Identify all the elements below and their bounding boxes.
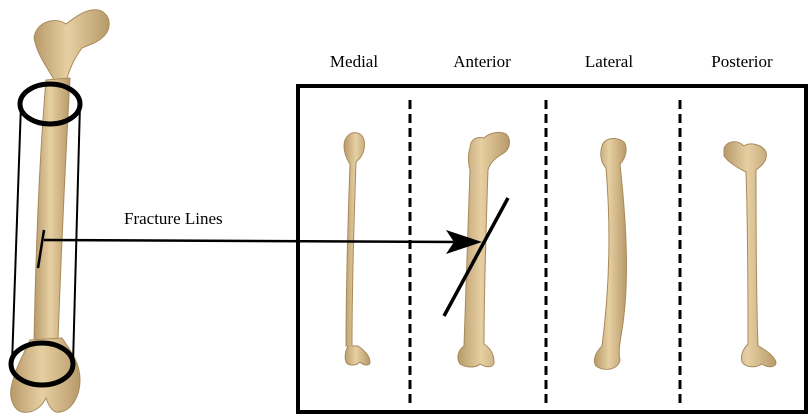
femur-lateral-view xyxy=(594,139,626,370)
label-posterior: Posterior xyxy=(711,52,773,71)
femur-medial-view xyxy=(344,133,370,365)
femur-head xyxy=(34,10,109,84)
fracture-lines-label: Fracture Lines xyxy=(124,209,223,228)
large-femur xyxy=(11,10,109,413)
label-anterior: Anterior xyxy=(453,52,511,71)
cylinder-left-edge xyxy=(12,104,21,364)
fracture-arrow xyxy=(44,230,482,254)
views-panel-frame xyxy=(298,86,806,412)
label-medial: Medial xyxy=(330,52,378,71)
arrow-shaft xyxy=(44,240,460,242)
femur-anterior-view xyxy=(458,132,510,367)
view-separators xyxy=(410,100,680,408)
femur-shaft xyxy=(34,78,70,342)
cylinder-right-edge xyxy=(73,104,80,364)
femur-posterior-view xyxy=(724,142,776,367)
label-lateral: Lateral xyxy=(585,52,633,71)
